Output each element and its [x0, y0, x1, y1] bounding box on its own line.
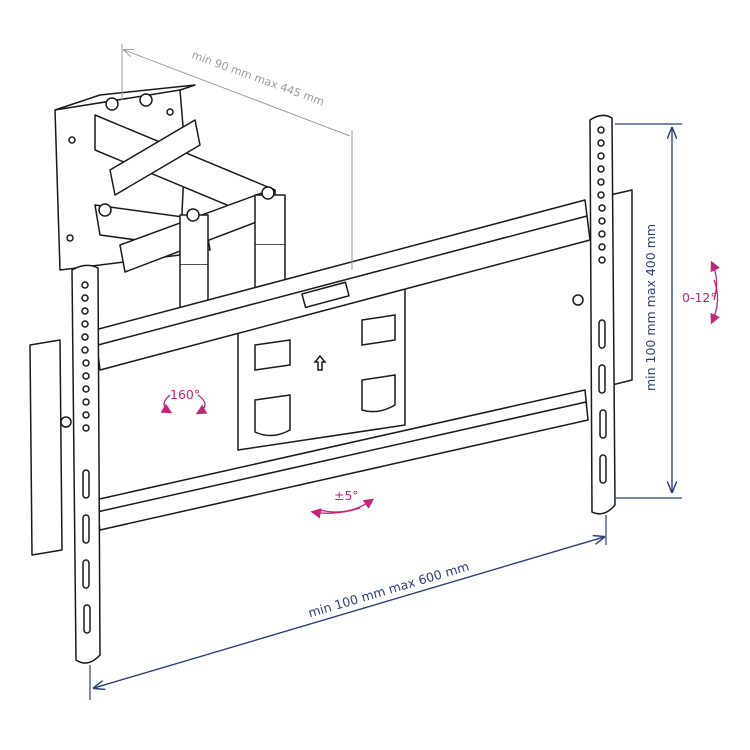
rotation-arrows — [160, 260, 721, 519]
vertical-strips — [60, 114, 616, 664]
horizontal-dimension — [89, 515, 607, 700]
swivel-label: 160° — [170, 387, 201, 402]
vertical-dimension — [615, 123, 682, 499]
level-label: ±5° — [334, 488, 359, 503]
arm-extension-dimension — [121, 44, 353, 270]
vertical-spacing-label: min 100 mm max 400 mm — [643, 223, 659, 392]
tilt-label: 0-12° — [682, 290, 717, 305]
strip-holes — [81, 126, 607, 634]
horizontal-rails — [29, 189, 633, 556]
